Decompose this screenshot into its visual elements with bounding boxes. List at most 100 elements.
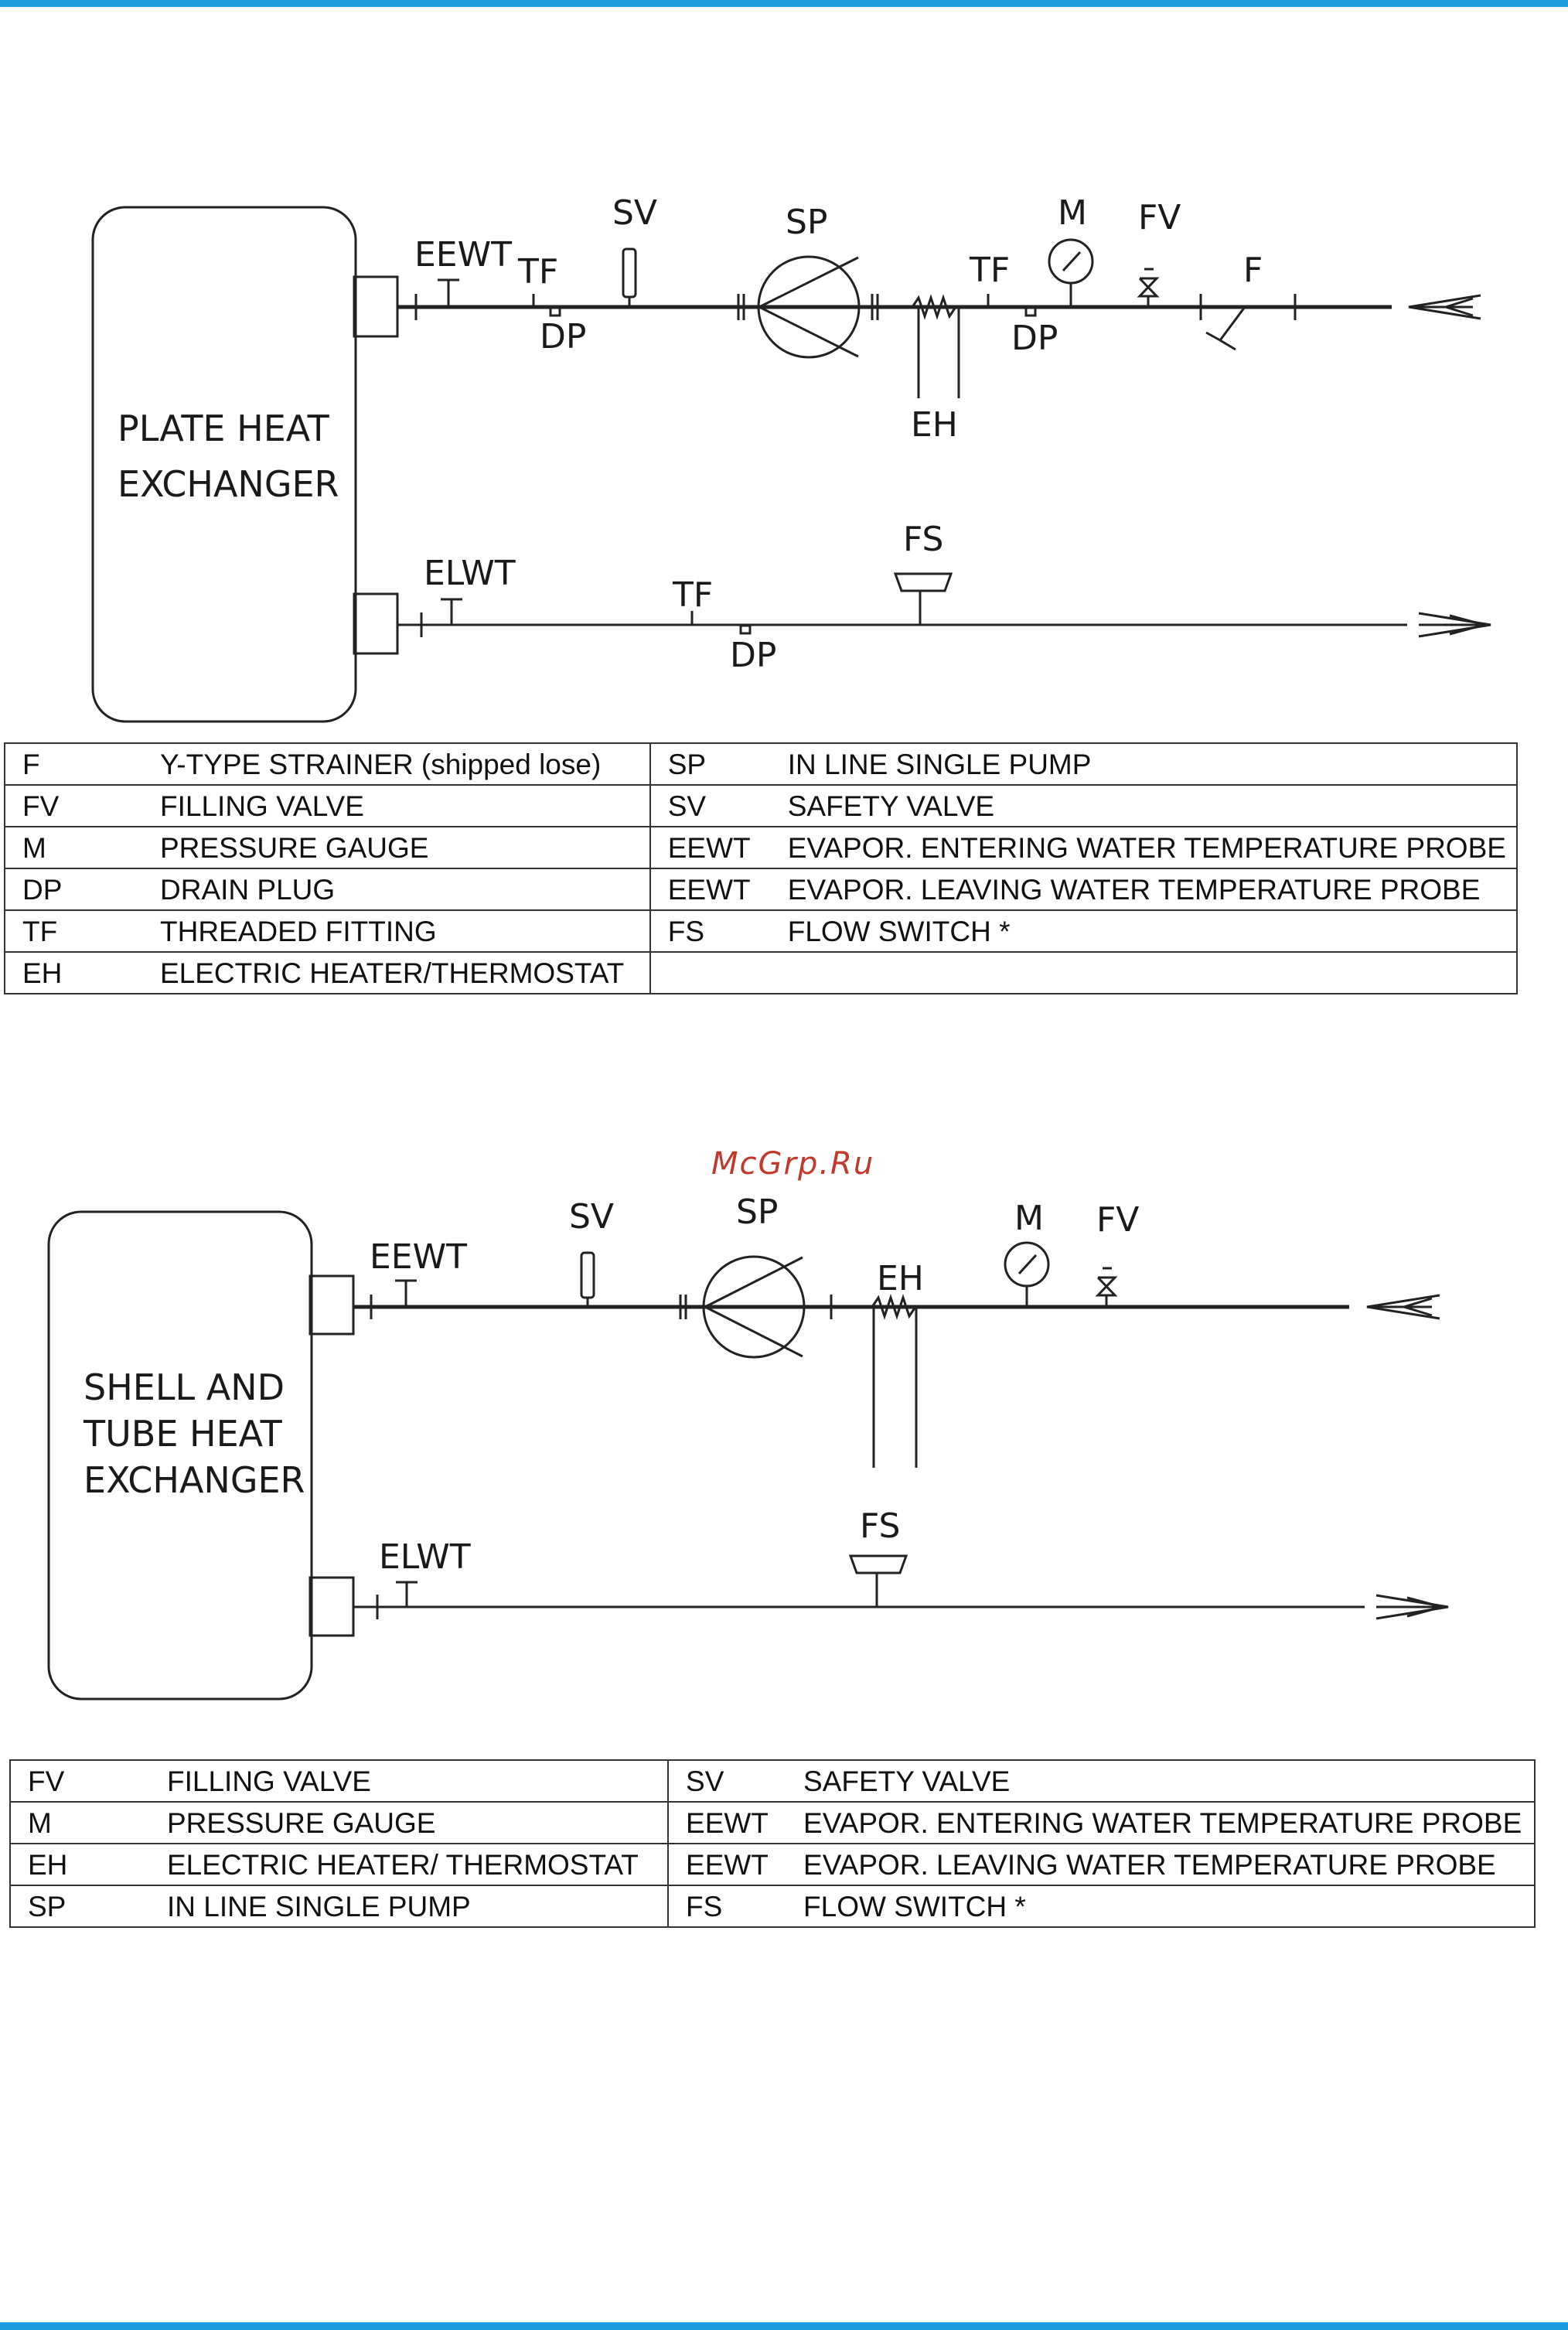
legend-code: FV <box>28 1765 65 1798</box>
y-strainer-icon <box>1205 306 1246 351</box>
legend-description: FLOW SWITCH * <box>803 1891 1026 1923</box>
outlet-arrow-icon <box>1418 612 1491 638</box>
electric-heater-icon-2 <box>871 1294 918 1468</box>
label-dp-3: DP <box>730 636 776 675</box>
legend-code: FS <box>686 1891 723 1923</box>
legend-row: TF THREADED FITTING FS FLOW SWITCH * <box>4 909 1519 953</box>
legend-code: FS <box>667 916 704 948</box>
flow-switch-icon-2 <box>848 1554 908 1607</box>
label-m: M <box>1058 193 1087 233</box>
outlet-nozzle <box>353 592 399 655</box>
exchanger2-label-line-2: TUBE HEAT <box>83 1413 283 1455</box>
filling-valve-icon-2 <box>1095 1267 1118 1307</box>
label2-fv: FV <box>1096 1200 1139 1240</box>
exchanger-label-line-2: EXCHANGER <box>118 463 339 505</box>
legend-code: EEWT <box>667 832 751 865</box>
inlet-arrow-icon-2 <box>1366 1294 1440 1320</box>
label-sp: SP <box>786 203 827 242</box>
plate-heat-exchanger-diagram: PLATE HEAT EXCHANGER EEWT TF DP SV SP EH… <box>91 193 1491 723</box>
label2-fs: FS <box>860 1506 900 1546</box>
label-eewt: EEWT <box>414 235 512 275</box>
label-f: F <box>1243 251 1263 290</box>
legend-code: EEWT <box>686 1849 769 1881</box>
legend-code: EEWT <box>667 874 751 906</box>
label-dp-1: DP <box>540 317 586 356</box>
legend-description: EVAPOR. ENTERING WATER TEMPERATURE PROBE <box>787 832 1506 865</box>
eewt-probe-icon-2 <box>395 1279 417 1307</box>
legend-description: EVAPOR. ENTERING WATER TEMPERATURE PROBE <box>803 1807 1522 1840</box>
legend-description: DRAIN PLUG <box>160 874 336 906</box>
elwt-probe-icon <box>441 598 462 625</box>
legend-cell: F Y-TYPE STRAINER (shipped lose) <box>4 742 651 786</box>
top-color-band <box>0 0 1568 7</box>
label-tf-3: TF <box>672 575 713 615</box>
label-eh: EH <box>911 405 958 445</box>
eewt-probe-icon <box>438 278 459 307</box>
pump-icon <box>757 255 861 359</box>
exchanger2-label-line-3: EXCHANGER <box>84 1459 305 1501</box>
legend-description: EVAPOR. LEAVING WATER TEMPERATURE PROBE <box>787 874 1481 906</box>
legend-description: THREADED FITTING <box>160 916 437 948</box>
legend-code: EEWT <box>686 1807 769 1840</box>
exchanger-label-line-1: PLATE HEAT <box>118 408 330 449</box>
electric-heater-icon <box>911 294 960 398</box>
drain-plug-icon-3 <box>739 624 752 635</box>
legend-description: Y-TYPE STRAINER (shipped lose) <box>160 749 602 781</box>
label-sv: SV <box>612 193 657 233</box>
legend-description: FLOW SWITCH * <box>787 916 1011 948</box>
legend-code: SP <box>28 1891 66 1923</box>
pressure-gauge-icon-2 <box>1004 1241 1050 1307</box>
label-fs: FS <box>903 520 943 559</box>
legend-description: IN LINE SINGLE PUMP <box>787 749 1092 781</box>
safety-valve-icon-2 <box>580 1251 595 1307</box>
pressure-gauge-icon <box>1048 238 1094 307</box>
label2-eewt: EEWT <box>370 1237 467 1277</box>
flow-switch-icon <box>893 572 953 625</box>
legend-code: M <box>28 1807 52 1840</box>
legend-description: FILLING VALVE <box>160 790 364 823</box>
outlet-nozzle-2 <box>308 1576 355 1637</box>
legend-code: SV <box>686 1765 724 1798</box>
outlet-arrow-icon-2 <box>1375 1594 1449 1620</box>
legend-code: TF <box>22 916 58 948</box>
legend-cell: EEWT EVAPOR. ENTERING WATER TEMPERATURE P… <box>667 1801 1536 1844</box>
legend-description: ELECTRIC HEATER/ THERMOSTAT <box>167 1849 639 1881</box>
legend-code: F <box>22 749 40 781</box>
legend-cell: M PRESSURE GAUGE <box>9 1801 670 1844</box>
legend-cell: TF THREADED FITTING <box>4 909 651 953</box>
legend-cell: EEWT EVAPOR. LEAVING WATER TEMPERATURE PR… <box>667 1843 1536 1886</box>
legend-cell: FV FILLING VALVE <box>9 1759 670 1803</box>
shell-tube-heat-exchanger-diagram: SHELL AND TUBE HEAT EXCHANGER EEWT SV SP… <box>47 1192 1449 1701</box>
label-fv: FV <box>1138 198 1181 237</box>
exchanger2-label-line-1: SHELL AND <box>84 1366 285 1408</box>
drain-plug-icon-2 <box>1024 306 1037 317</box>
label-tf-2: TF <box>969 251 1010 290</box>
inlet-nozzle <box>353 275 399 338</box>
label2-m: M <box>1014 1199 1044 1238</box>
legend-code: SV <box>667 790 707 823</box>
elwt-probe-icon-2 <box>396 1581 418 1607</box>
legend-description: PRESSURE GAUGE <box>167 1807 436 1840</box>
legend-description: EVAPOR. LEAVING WATER TEMPERATURE PROBE <box>803 1849 1496 1881</box>
inlet-arrow-icon <box>1408 294 1481 320</box>
legend-description: ELECTRIC HEATER/THERMOSTAT <box>160 957 625 990</box>
legend-description: SAFETY VALVE <box>787 790 995 823</box>
label-dp-2: DP <box>1011 319 1058 358</box>
legend-cell: EEWT EVAPOR. ENTERING WATER TEMPERATURE P… <box>649 826 1519 869</box>
legend-description: FILLING VALVE <box>167 1765 371 1798</box>
legend-code: M <box>22 832 46 865</box>
plate-heat-exchanger-box <box>91 206 357 723</box>
